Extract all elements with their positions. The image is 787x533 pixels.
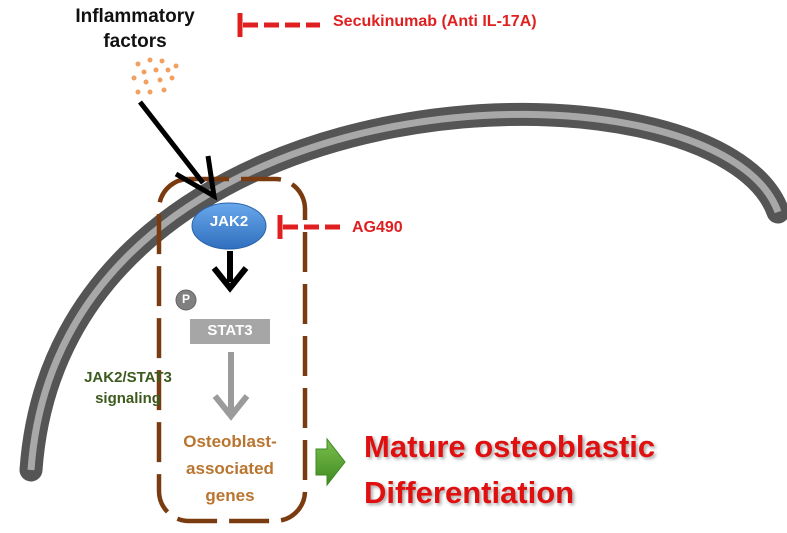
phospho-label: P bbox=[181, 292, 190, 306]
inflammatory-to-jak2-arrow bbox=[138, 100, 218, 201]
stat3-label: STAT3 bbox=[207, 322, 253, 339]
phospho-marker bbox=[175, 289, 197, 311]
inflammatory-factors-label: Inflammatory factors bbox=[75, 6, 195, 52]
jak2-node bbox=[191, 202, 267, 250]
stat3-to-genes-arrow bbox=[212, 352, 250, 421]
jak2-label: JAK2 bbox=[209, 213, 249, 230]
outcome-label: Mature osteoblastic Differentiation bbox=[364, 429, 656, 510]
ag490-inhibitor-line bbox=[277, 215, 346, 239]
stat3-node bbox=[190, 319, 270, 344]
jak2-to-stat3-arrow bbox=[211, 251, 249, 293]
osteoblast-genes-label: Osteoblast- associated genes bbox=[183, 432, 277, 505]
cell-membrane bbox=[19, 102, 787, 482]
outcome-arrow bbox=[315, 437, 346, 487]
signaling-box bbox=[156, 176, 308, 524]
secukinumab-label: Secukinumab (Anti IL-17A) bbox=[333, 13, 537, 30]
inflammatory-particles bbox=[131, 57, 179, 95]
jak2-stat3-signaling-label: JAK2/STAT3 signaling bbox=[84, 369, 172, 407]
ag490-label: AG490 bbox=[352, 219, 403, 236]
secukinumab-inhibitor-line bbox=[237, 13, 320, 37]
